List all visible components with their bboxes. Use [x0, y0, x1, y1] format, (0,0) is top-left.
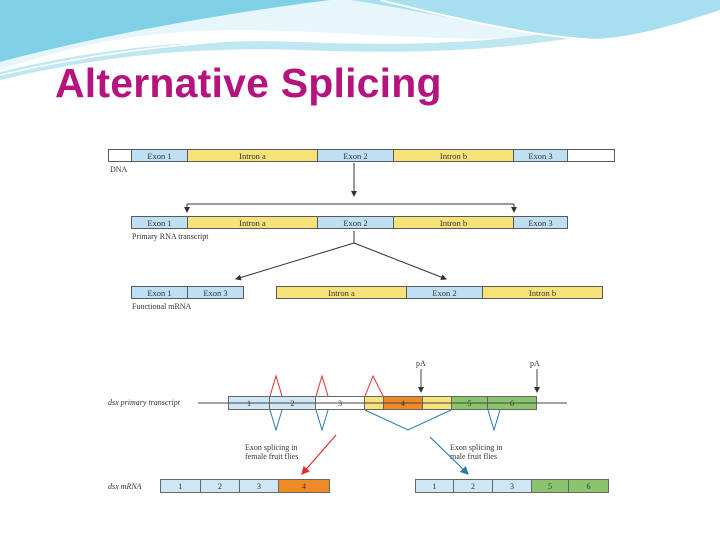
- dna-exon-2: Exon 2: [317, 149, 394, 162]
- dsx-primary-exon-1: 1: [228, 396, 270, 410]
- dsx-primary-spacer-a: [364, 396, 384, 410]
- removed-arrow: [353, 242, 447, 280]
- dna-exon-3: Exon 3: [513, 149, 568, 162]
- removed-exon-2: Exon 2: [406, 286, 483, 299]
- functional-mrna-label: Functional mRNA: [132, 302, 192, 311]
- primary-intron-a: Intron a: [187, 216, 318, 229]
- dna-intron-b: Intron b: [393, 149, 514, 162]
- female-exon-1: 1: [160, 479, 201, 493]
- male-caption-line-2: male fruit flies: [450, 452, 498, 461]
- dsx-primary-exon-5: 5: [451, 396, 488, 410]
- male-exon-3: 3: [492, 479, 532, 493]
- female-caption-line-1: Exon splicing in: [245, 443, 298, 452]
- removed-intron-a: Intron a: [276, 286, 407, 299]
- male-splice-caret-2: [315, 409, 329, 432]
- female-exon-3: 3: [239, 479, 279, 493]
- primary-rna-label: Primary RNA transcript: [132, 232, 209, 241]
- dna-flank-left: [108, 149, 132, 162]
- male-exon-6: 6: [568, 479, 609, 493]
- male-splice-caret-4: [487, 409, 501, 432]
- primary-intron-b: Intron b: [393, 216, 514, 229]
- female-splice-caret-1: [269, 374, 283, 397]
- dsx-primary-exon-6: 6: [487, 396, 537, 410]
- pa-label-1: pA: [416, 359, 426, 368]
- pa-label-2: pA: [530, 359, 540, 368]
- dsx-primary-exon-3: 3: [315, 396, 365, 410]
- slide-title: Alternative Splicing: [55, 60, 442, 106]
- female-exon-4: 4: [278, 479, 330, 493]
- male-exon-1: 1: [415, 479, 454, 493]
- dna-intron-a: Intron a: [187, 149, 318, 162]
- female-pathway-arrow: [301, 434, 337, 475]
- dsx-primary-spacer-b: [422, 396, 452, 410]
- dsx-primary-exon-4: 4: [383, 396, 423, 410]
- female-exon-2: 2: [200, 479, 240, 493]
- mrna-exon-3: Exon 3: [187, 286, 244, 299]
- mrna-arrow: [235, 242, 355, 281]
- dna-label: DNA: [110, 165, 128, 174]
- mrna-exon-1: Exon 1: [131, 286, 188, 299]
- dsx-mrna-label: dsx mRNA: [108, 482, 142, 491]
- header-swoosh-decoration: [0, 0, 720, 80]
- removed-intron-b: Intron b: [482, 286, 603, 299]
- dna-exon-1: Exon 1: [131, 149, 188, 162]
- male-exon-2: 2: [453, 479, 493, 493]
- dsx-primary-label: dsx primary transcript: [108, 398, 180, 407]
- female-splice-caret-3: [364, 374, 384, 397]
- primary-exon-3: Exon 3: [513, 216, 568, 229]
- male-splice-caret-3: [364, 409, 452, 431]
- male-caption-line-1: Exon splicing in: [450, 443, 503, 452]
- female-splice-caret-2: [315, 374, 329, 397]
- female-caption-line-2: female fruit flies: [245, 452, 299, 461]
- primary-exon-2: Exon 2: [317, 216, 394, 229]
- primary-exon-1: Exon 1: [131, 216, 188, 229]
- dna-flank-right: [567, 149, 615, 162]
- male-splice-caret-1: [269, 409, 283, 432]
- dsx-primary-exon-2: 2: [269, 396, 316, 410]
- male-exon-5: 5: [531, 479, 569, 493]
